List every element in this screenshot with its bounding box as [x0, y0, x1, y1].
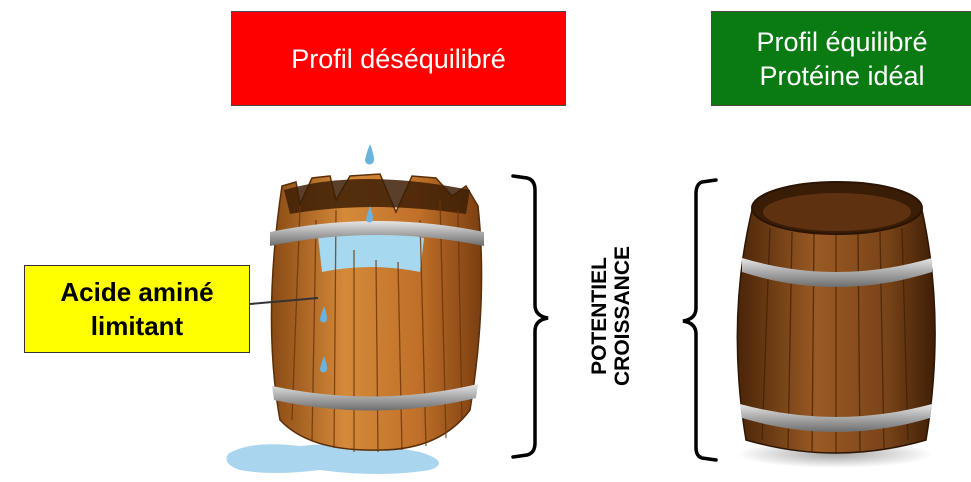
right-bracket — [682, 178, 718, 462]
callout-connector-line — [249, 297, 319, 305]
limiting-amino-acid-callout: Acide aminé limitant — [24, 265, 250, 353]
broken-wooden-barrel-icon — [226, 144, 484, 474]
water-drop-icon — [320, 356, 327, 373]
callout-line2: limitant — [90, 311, 184, 341]
water-puddle — [226, 444, 439, 474]
balanced-profile-line2: Protéine idéal — [759, 60, 925, 91]
growth-potential-label: POTENTIEL CROISSANCE — [588, 246, 634, 386]
balanced-profile-label: Profil équilibré Protéine idéal — [711, 11, 971, 106]
callout-line1: Acide aminé — [60, 277, 214, 307]
unbalanced-profile-text: Profil déséquilibré — [291, 43, 506, 74]
balanced-profile-line1: Profil équilibré — [756, 26, 928, 57]
unbalanced-profile-label: Profil déséquilibré — [231, 11, 566, 106]
growth-potential-line2: CROISSANCE — [611, 245, 634, 387]
water-drop-icon — [365, 144, 374, 165]
wooden-barrel-icon — [736, 181, 936, 468]
growth-potential-line1: POTENTIEL — [588, 257, 611, 375]
water-drop-icon — [366, 206, 373, 223]
water-drop-icon — [320, 306, 327, 323]
left-bracket — [511, 174, 549, 459]
